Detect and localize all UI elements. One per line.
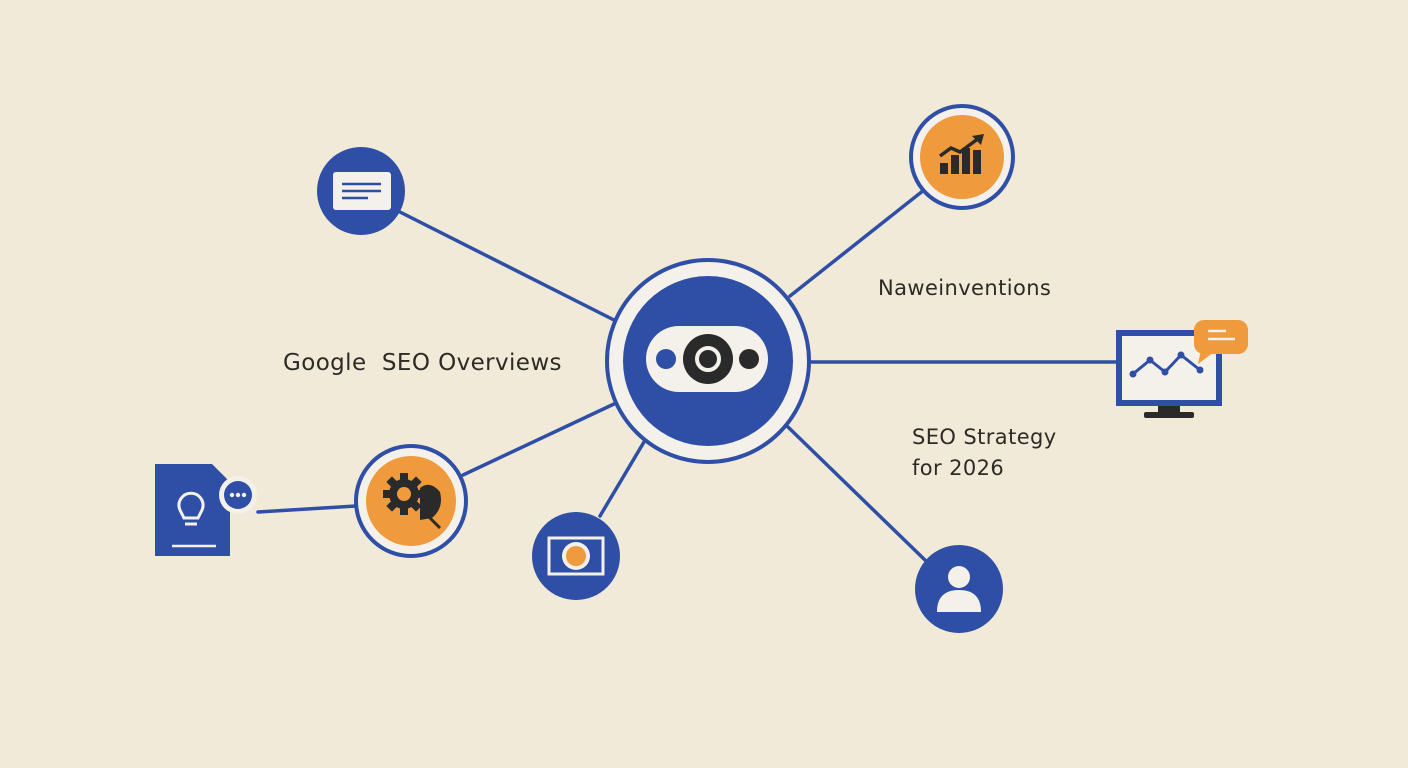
document-idea-node[interactable] <box>155 464 257 556</box>
line-chart-monitor-icon <box>1116 330 1222 418</box>
chat-bubble-icon <box>1194 320 1248 364</box>
more-dots-icon <box>219 476 257 514</box>
connector-document <box>256 504 358 514</box>
label-seo-strategy-line1: SEO Strategy <box>912 425 1057 449</box>
gear-icon <box>383 473 442 530</box>
growth-chart-node[interactable] <box>909 104 1015 210</box>
media-frame-icon <box>547 536 605 576</box>
eye-icon <box>646 326 768 392</box>
monitor-node[interactable] <box>1116 320 1248 418</box>
media-node[interactable] <box>532 512 620 600</box>
label-seo-strategy-line2: for 2026 <box>912 456 1005 480</box>
connectors <box>256 188 1118 563</box>
label-seo-strategy: SEO Strategy for 2026 <box>912 422 1057 484</box>
lightbulb-document-icon <box>155 464 230 556</box>
connector-growth <box>788 188 926 298</box>
label-naweinventions: Naweinventions <box>878 276 1052 300</box>
central-eye-hub[interactable] <box>605 258 811 464</box>
label-google-seo-overviews: Google SEO Overviews <box>283 350 562 376</box>
message-card-node[interactable] <box>317 147 405 235</box>
user-node[interactable] <box>915 545 1003 633</box>
user-icon <box>937 566 981 612</box>
connector-user <box>786 425 928 563</box>
bar-chart-up-icon <box>938 134 984 174</box>
connector-media <box>598 440 646 518</box>
message-card-icon <box>333 172 391 210</box>
connector-gear <box>461 402 616 477</box>
connector-message <box>396 209 616 322</box>
gear-node[interactable] <box>354 444 468 558</box>
